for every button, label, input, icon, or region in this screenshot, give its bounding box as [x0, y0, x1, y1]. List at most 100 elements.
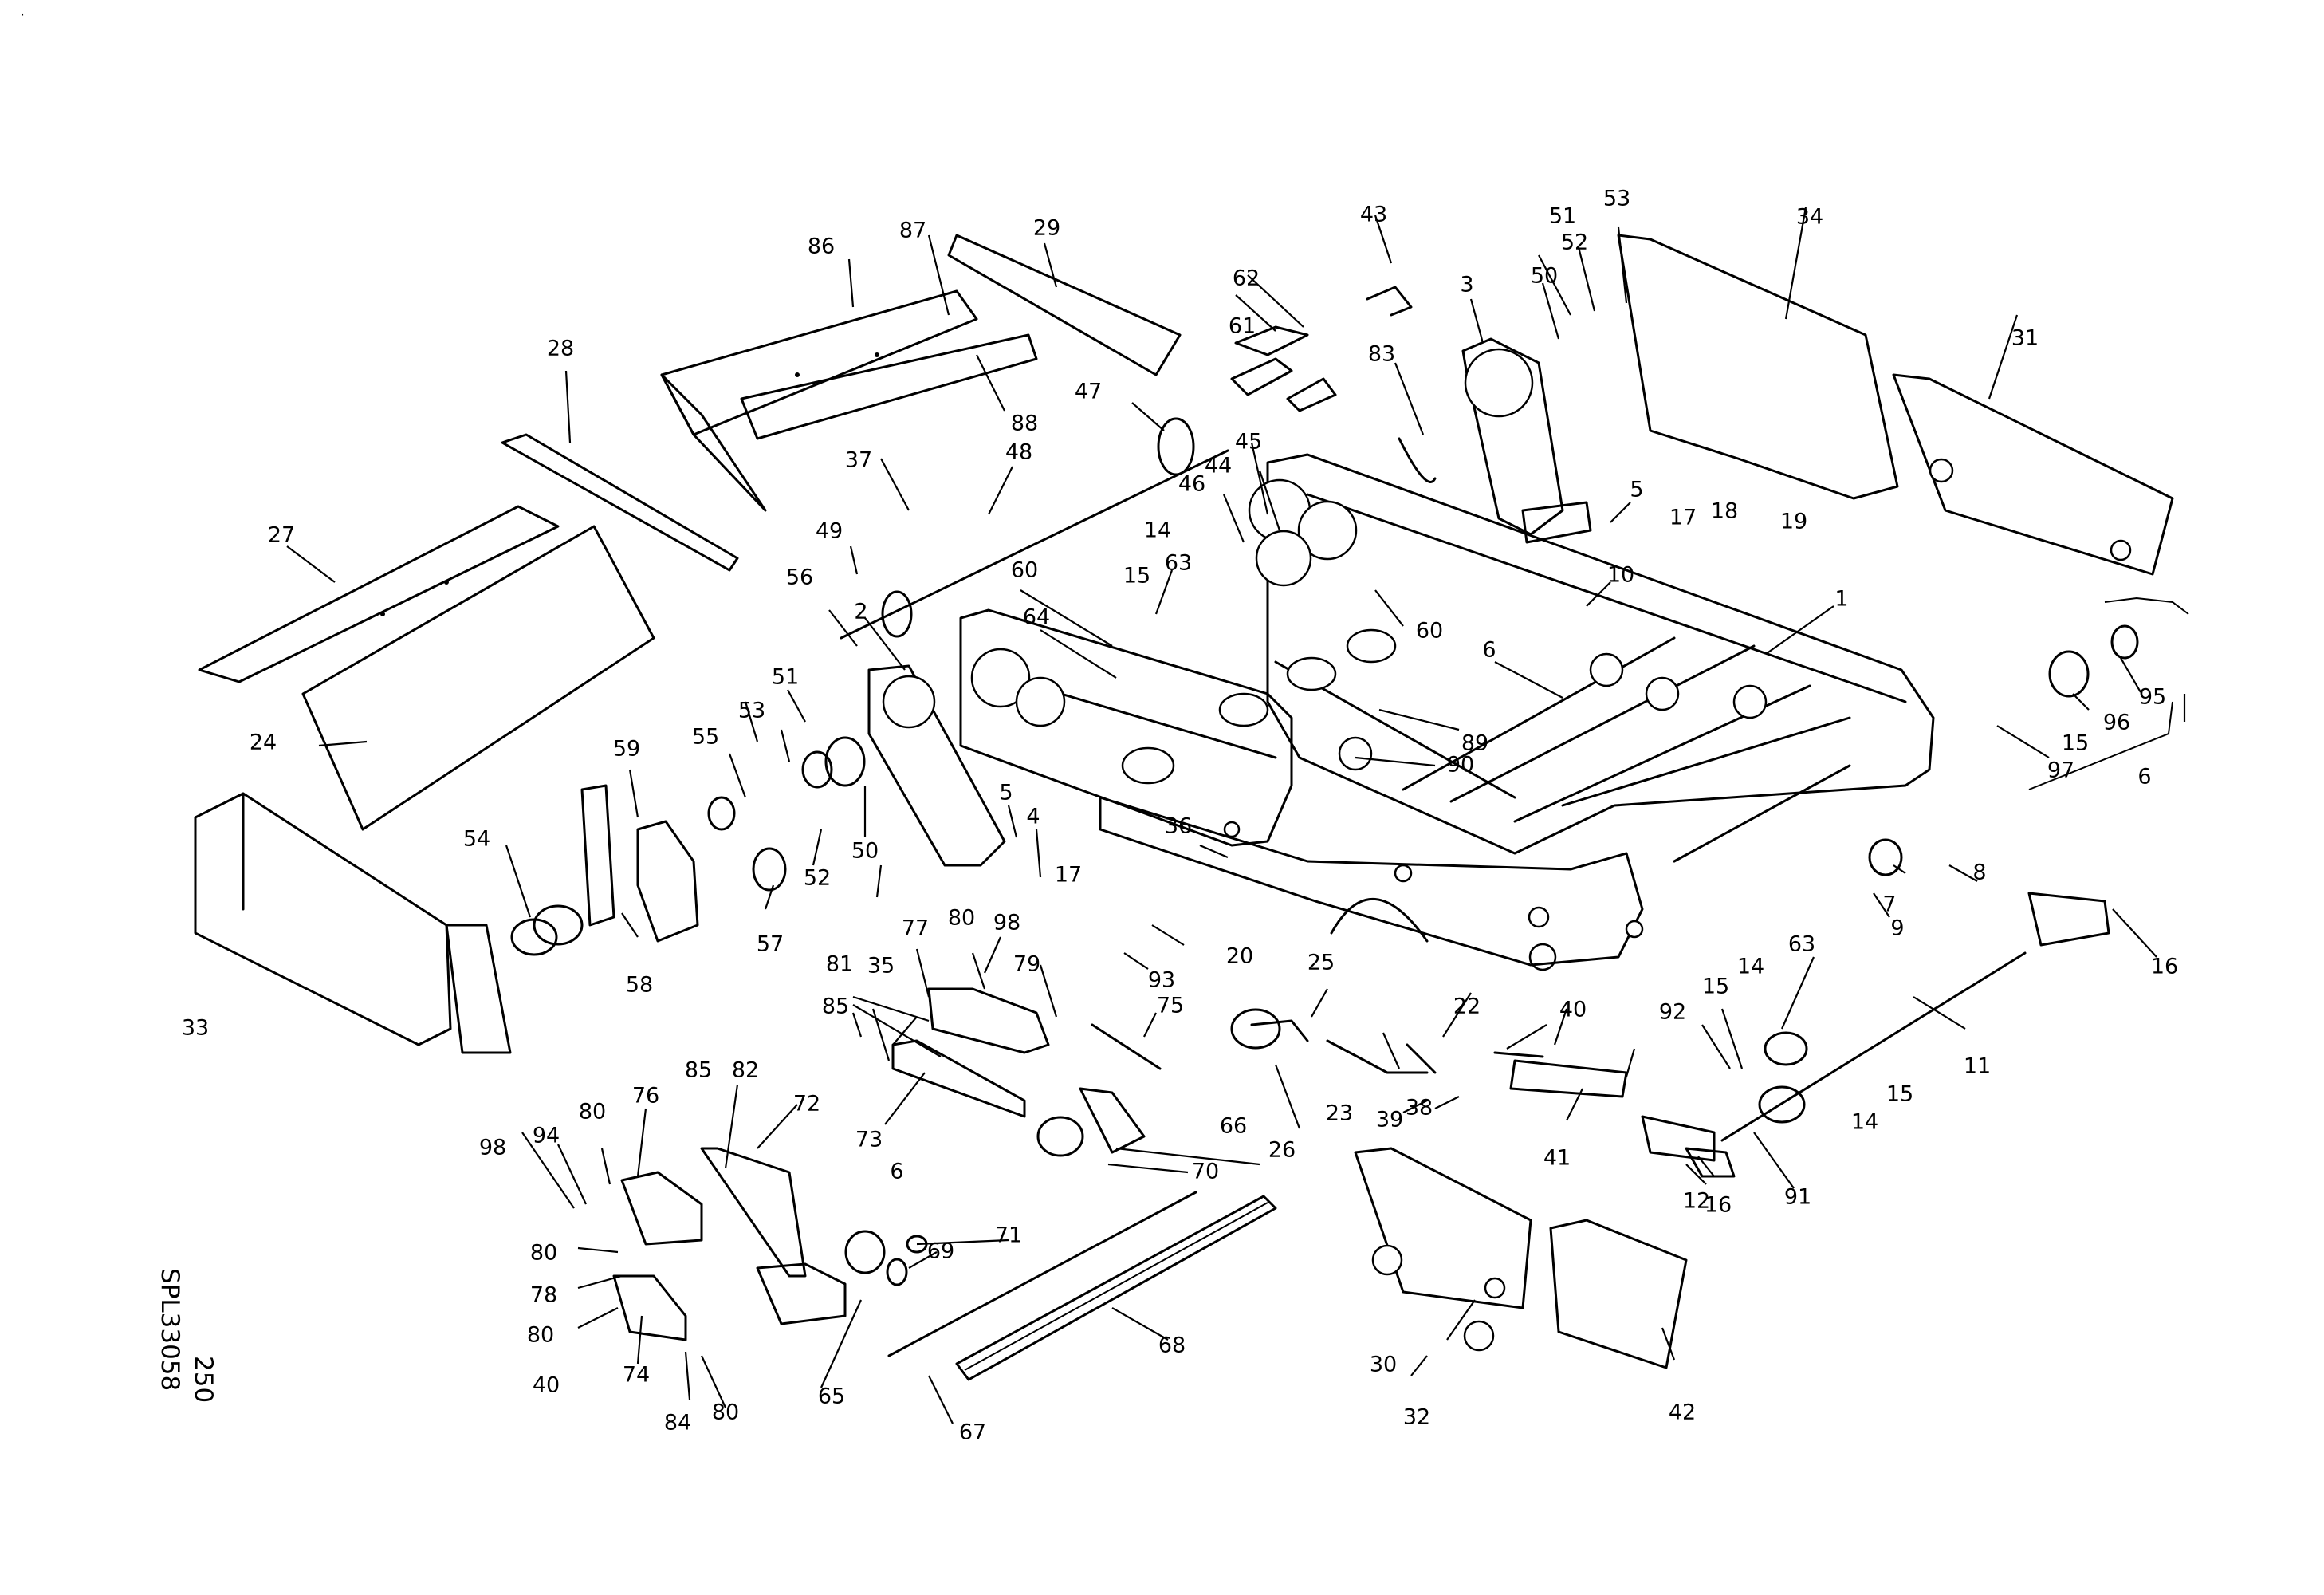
front-shields-part: [1354, 1147, 1688, 1369]
callout-60: 60: [1416, 619, 1443, 644]
callout-32: 32: [1403, 1405, 1430, 1430]
callout-15: 15: [1886, 1082, 1913, 1107]
callout-83: 83: [1368, 342, 1395, 367]
top-plates-part: [660, 234, 1182, 512]
callout-58: 58: [626, 973, 653, 998]
callout-50: 50: [851, 839, 879, 864]
callout-17: 17: [1669, 506, 1697, 530]
callout-10: 10: [1607, 563, 1634, 588]
callout-23: 23: [1326, 1101, 1353, 1126]
callout-82: 82: [732, 1058, 759, 1083]
rear-panels-part: [1617, 234, 2174, 576]
callout-97: 97: [2047, 758, 2074, 783]
lower-assembly-parts: [612, 987, 1162, 1341]
callout-81: 81: [826, 952, 853, 977]
callout-98: 98: [479, 1136, 506, 1160]
callout-4: 4: [1026, 805, 1040, 829]
sheet-number: 250: [189, 1356, 218, 1404]
callout-96: 96: [2103, 711, 2130, 735]
callout-18: 18: [1711, 499, 1738, 524]
callout-6: 6: [1482, 638, 1496, 663]
callout-40: 40: [533, 1373, 560, 1398]
callout-88: 88: [1011, 412, 1038, 436]
callout-62: 62: [1233, 266, 1260, 291]
left-drive-parts: [510, 736, 866, 956]
callout-63: 63: [1165, 551, 1192, 576]
callout-72: 72: [793, 1092, 820, 1116]
callout-29: 29: [1033, 216, 1060, 241]
callout-55: 55: [692, 725, 719, 750]
callout-80: 80: [530, 1241, 557, 1266]
callout-60: 60: [1011, 558, 1038, 583]
callout-6: 6: [2137, 765, 2151, 790]
callout-85: 85: [685, 1058, 712, 1083]
callout-68: 68: [1158, 1333, 1186, 1358]
callout-16: 16: [2151, 955, 2178, 979]
right-small-parts: [1230, 624, 2139, 1178]
callout-87: 87: [899, 219, 926, 243]
lower-bars-part: [887, 1191, 1277, 1381]
callout-19: 19: [1780, 510, 1807, 534]
callout-51: 51: [772, 665, 799, 690]
callout-80: 80: [579, 1100, 606, 1124]
callout-84: 84: [664, 1411, 691, 1436]
side-frame-part: [959, 608, 1644, 967]
callout-80: 80: [948, 906, 975, 931]
callout-3: 3: [1460, 273, 1473, 297]
callout-65: 65: [818, 1384, 845, 1409]
callout-45: 45: [1235, 430, 1262, 455]
callout-8: 8: [1972, 861, 1986, 885]
callout-61: 61: [1229, 314, 1256, 339]
callout-1: 1: [1834, 587, 1848, 612]
callout-46: 46: [1178, 472, 1205, 497]
callout-15: 15: [1702, 975, 1729, 999]
callout-2: 2: [854, 600, 867, 624]
callout-50: 50: [1531, 264, 1558, 289]
callout-28: 28: [547, 337, 574, 361]
callout-41: 41: [1543, 1146, 1571, 1171]
callout-11: 11: [1964, 1054, 1991, 1079]
callout-30: 30: [1370, 1353, 1397, 1377]
callout-80: 80: [527, 1323, 554, 1348]
callout-14: 14: [1737, 955, 1764, 979]
callout-71: 71: [995, 1223, 1022, 1248]
shaft-48-part: [840, 417, 1229, 640]
parts-artwork: [194, 234, 2189, 1381]
roller-6-group: [2028, 597, 2189, 790]
callout-77: 77: [902, 916, 929, 941]
callout-92: 92: [1659, 1000, 1686, 1025]
callout-75: 75: [1157, 994, 1184, 1018]
callout-16: 16: [1705, 1193, 1732, 1218]
corner-mark: .: [20, 1, 25, 20]
leader-lines: [286, 207, 2186, 1424]
callout-94: 94: [533, 1124, 560, 1148]
callout-95: 95: [2139, 685, 2166, 710]
callout-89: 89: [1461, 731, 1488, 756]
callout-39: 39: [1376, 1108, 1403, 1132]
callout-64: 64: [1023, 605, 1050, 630]
callout-56: 56: [786, 565, 813, 590]
callout-69: 69: [927, 1239, 954, 1264]
callout-7: 7: [1882, 892, 1896, 917]
callout-91: 91: [1784, 1185, 1811, 1210]
callout-51: 51: [1549, 204, 1576, 229]
callout-59: 59: [613, 737, 640, 762]
upper-left-rails-part: [198, 433, 739, 831]
callout-74: 74: [623, 1363, 650, 1388]
callout-86: 86: [808, 234, 835, 259]
callout-42: 42: [1669, 1400, 1696, 1425]
callout-47: 47: [1075, 380, 1102, 404]
small-plates-top: [1230, 286, 1437, 483]
callout-63: 63: [1788, 932, 1815, 957]
callout-67: 67: [959, 1420, 986, 1445]
callout-98: 98: [993, 911, 1020, 935]
callout-5: 5: [999, 781, 1013, 805]
callout-31: 31: [2011, 326, 2039, 351]
callout-20: 20: [1226, 944, 1253, 969]
callout-52: 52: [1561, 230, 1588, 255]
cover-33-part: [194, 792, 512, 1054]
callout-22: 22: [1453, 994, 1481, 1019]
callout-85: 85: [822, 994, 849, 1019]
callout-70: 70: [1192, 1160, 1219, 1184]
